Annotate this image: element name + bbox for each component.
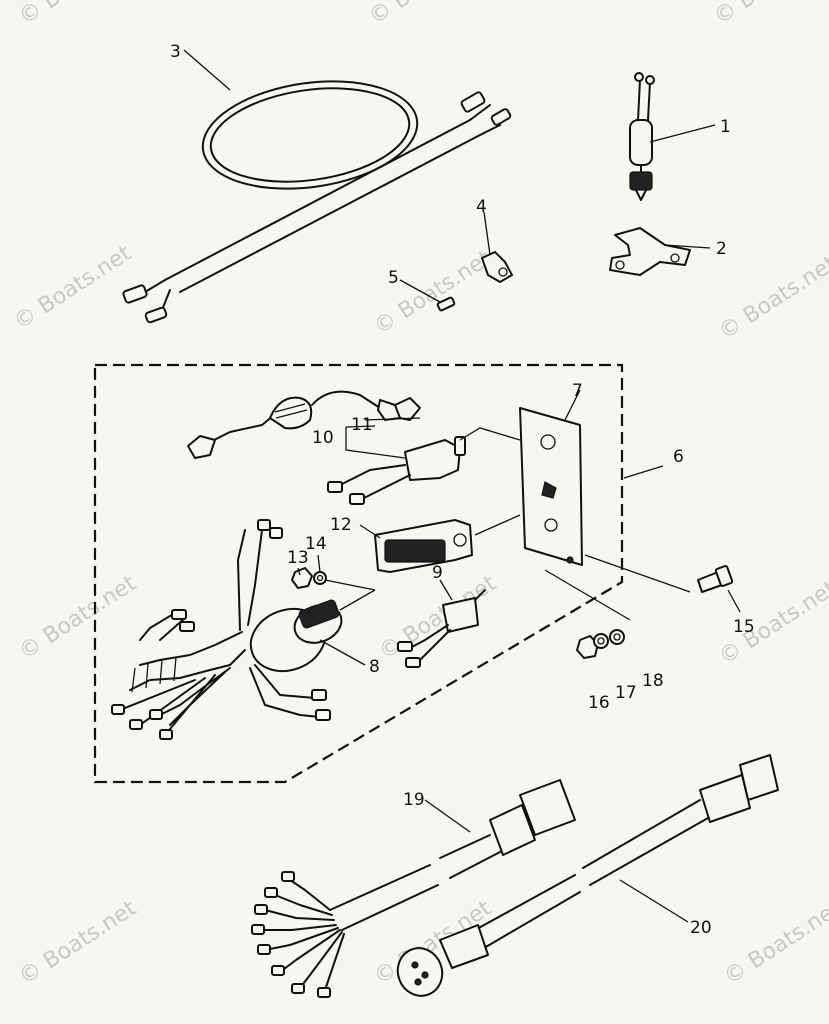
part-20-extension-harness[interactable] — [391, 754, 779, 1002]
callouts: 3 1 2 4 5 7 6 11 10 12 13 14 9 8 15 16 1… — [170, 42, 755, 938]
watermarks: © Boats.net © Boats.net © Boats.net © Bo… — [10, 0, 829, 990]
part-17-washer[interactable] — [593, 633, 609, 649]
callout-15: 15 — [733, 617, 755, 637]
callout-9: 9 — [432, 563, 443, 583]
part-15-bolt[interactable] — [697, 565, 734, 593]
watermark: © Boats.net — [710, 0, 829, 30]
part-1-switch[interactable] — [629, 72, 655, 201]
part-8-main-switch[interactable] — [111, 519, 347, 740]
watermark: © Boats.net — [15, 896, 141, 990]
watermark: © Boats.net — [715, 576, 829, 670]
watermark: © Boats.net — [365, 0, 491, 30]
part-3-extension-harness[interactable] — [122, 68, 512, 324]
callout-3: 3 — [170, 42, 181, 62]
callout-7: 7 — [572, 381, 583, 401]
watermark: © Boats.net — [720, 896, 829, 990]
part-7-plate[interactable] — [519, 407, 583, 566]
callout-8: 8 — [369, 657, 380, 677]
callout-1: 1 — [720, 117, 731, 137]
part-11-lanyard[interactable] — [187, 390, 421, 459]
callout-4: 4 — [476, 197, 487, 217]
watermark: © Boats.net — [10, 241, 136, 335]
part-19-main-harness[interactable] — [251, 779, 576, 998]
callout-11: 11 — [351, 415, 373, 435]
watermark: © Boats.net — [370, 246, 496, 340]
part-5-screw[interactable] — [436, 296, 456, 312]
callout-2: 2 — [716, 239, 727, 259]
part-16-nut[interactable] — [576, 635, 599, 659]
part-2-bracket[interactable] — [609, 227, 691, 276]
callout-17: 17 — [615, 683, 637, 703]
watermark: © Boats.net — [15, 571, 141, 665]
part-12-bracket[interactable] — [374, 519, 473, 573]
callout-13: 13 — [287, 548, 309, 568]
part-13-nut[interactable] — [291, 567, 313, 589]
part-4-clamp[interactable] — [481, 251, 513, 283]
watermark: © Boats.net — [715, 251, 829, 345]
callout-18: 18 — [642, 671, 664, 691]
watermark: © Boats.net — [375, 571, 501, 665]
callout-10: 10 — [312, 428, 334, 448]
assembly-boundary — [93, 363, 624, 784]
callout-14: 14 — [305, 534, 327, 554]
callout-16: 16 — [588, 693, 610, 713]
watermark: © Boats.net — [15, 0, 141, 30]
callout-5: 5 — [388, 268, 399, 288]
part-14-washer[interactable] — [313, 571, 327, 585]
callout-20: 20 — [690, 918, 712, 938]
callout-6: 6 — [673, 447, 684, 467]
part-10-stop-switch[interactable] — [327, 436, 466, 505]
callout-12: 12 — [330, 515, 352, 535]
part-9-toggle-switch[interactable] — [397, 589, 486, 668]
part-18-washer[interactable] — [609, 629, 625, 645]
callout-19: 19 — [403, 790, 425, 810]
leader-lines — [183, 49, 741, 923]
